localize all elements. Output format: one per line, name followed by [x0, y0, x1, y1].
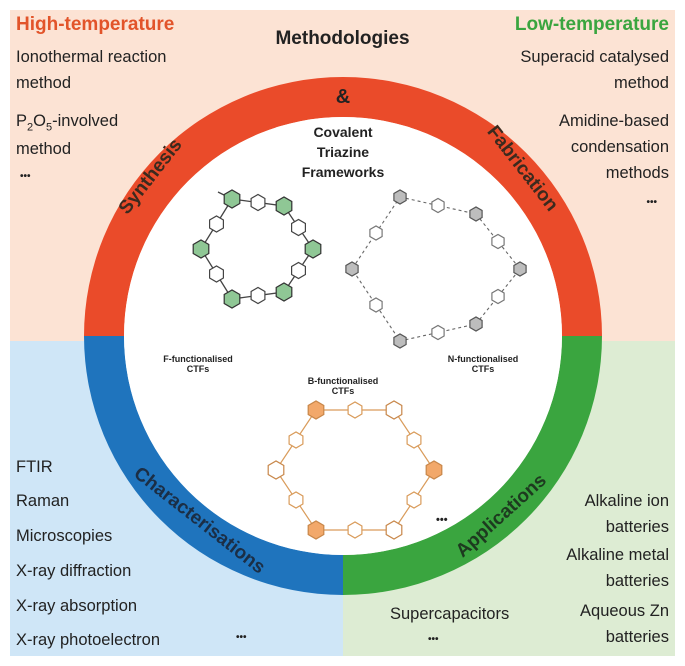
b-phenyl-node — [347, 521, 363, 539]
char-item-ftir: FTIR — [16, 458, 53, 476]
char-item-xps: X-ray photoelectron — [16, 631, 160, 649]
app-item-6: batteries — [605, 628, 669, 646]
top-right-item-5: methods — [605, 164, 669, 182]
char-item-raman: Raman — [16, 492, 70, 510]
f-phenyl-node — [250, 286, 266, 305]
n-triazine-node — [469, 316, 483, 332]
n-phenyl-node — [431, 324, 445, 341]
ring-bottom-green — [343, 336, 602, 595]
top-right-item-1: Superacid catalysed — [520, 48, 669, 66]
top-left-item-1: Ionothermal reaction — [16, 48, 167, 66]
n-phenyl-node — [369, 297, 383, 313]
f-triazine-node — [275, 196, 293, 216]
f-triazine-node — [192, 239, 210, 259]
b-ring-node — [425, 460, 443, 480]
f-triazine-node — [304, 239, 322, 259]
b-ring-node — [267, 460, 285, 480]
app-item-1: Alkaline ion — [584, 492, 669, 510]
f-phenyl-node — [291, 261, 306, 280]
f-phenyl-node — [209, 265, 224, 283]
b-phenyl-node — [347, 401, 363, 419]
high-temperature-heading: High-temperature — [16, 14, 175, 35]
f-triazine-node — [223, 289, 241, 309]
char-item-microscopies: Microscopies — [16, 527, 113, 545]
app-item-2: batteries — [605, 518, 669, 536]
n-triazine-node — [513, 261, 527, 277]
n-phenyl-node — [369, 225, 383, 241]
b-ring-node — [385, 520, 403, 540]
top-left-item-4: method — [16, 140, 72, 158]
app-item-supercapacitors: Supercapacitors — [390, 605, 510, 623]
n-phenyl-node — [431, 197, 445, 214]
ring-top-red — [84, 77, 602, 336]
b-phenyl-node — [288, 431, 304, 449]
n-phenyl-node — [491, 233, 505, 250]
n-phenyl-node — [491, 288, 505, 305]
top-right-item-3: Amidine-based — [558, 112, 669, 130]
n-triazine-node — [345, 261, 359, 277]
b-phenyl-node — [406, 431, 422, 449]
b-ring-node — [385, 400, 403, 420]
f-phenyl-node — [250, 193, 266, 212]
b-phenyl-node — [406, 491, 422, 509]
inner-disc — [124, 117, 562, 555]
b-ring-node — [307, 520, 325, 540]
f-phenyl-node — [291, 218, 306, 237]
ctf-title: Covalent Triazine Frameworks — [301, 124, 385, 180]
top-right-item-4: condensation — [570, 138, 669, 156]
char-item-xas: X-ray absorption — [16, 597, 138, 615]
n-triazine-node — [469, 206, 483, 222]
top-right-item-2: method — [613, 74, 669, 92]
top-left-item-2: method — [16, 74, 72, 92]
f-phenyl-node — [209, 215, 224, 233]
top-left-ellipsis: ••• — [20, 171, 31, 182]
top-right-ellipsis: ••• — [646, 197, 657, 208]
b-ring-node — [307, 400, 325, 420]
low-temperature-heading: Low-temperature — [514, 14, 669, 35]
app-item-5: Aqueous Zn — [580, 602, 669, 620]
ring-bottom-blue — [84, 336, 343, 595]
n-triazine-node — [393, 189, 407, 205]
app-ellipsis: ••• — [428, 634, 439, 645]
f-triazine-node — [275, 282, 293, 302]
top-left-item-p2o5: P2O5-involved — [16, 112, 119, 134]
center-ellipsis: ••• — [436, 514, 448, 526]
char-ellipsis: ••• — [236, 632, 247, 643]
ring-ampersand: & — [336, 86, 350, 108]
f-triazine-node — [223, 189, 241, 209]
char-item-xrd: X-ray diffraction — [16, 562, 132, 580]
b-phenyl-node — [288, 491, 304, 509]
n-triazine-node — [393, 333, 407, 349]
app-item-4: batteries — [605, 572, 669, 590]
methodologies-title: Methodologies — [275, 28, 410, 49]
app-item-3: Alkaline metal — [566, 546, 669, 564]
